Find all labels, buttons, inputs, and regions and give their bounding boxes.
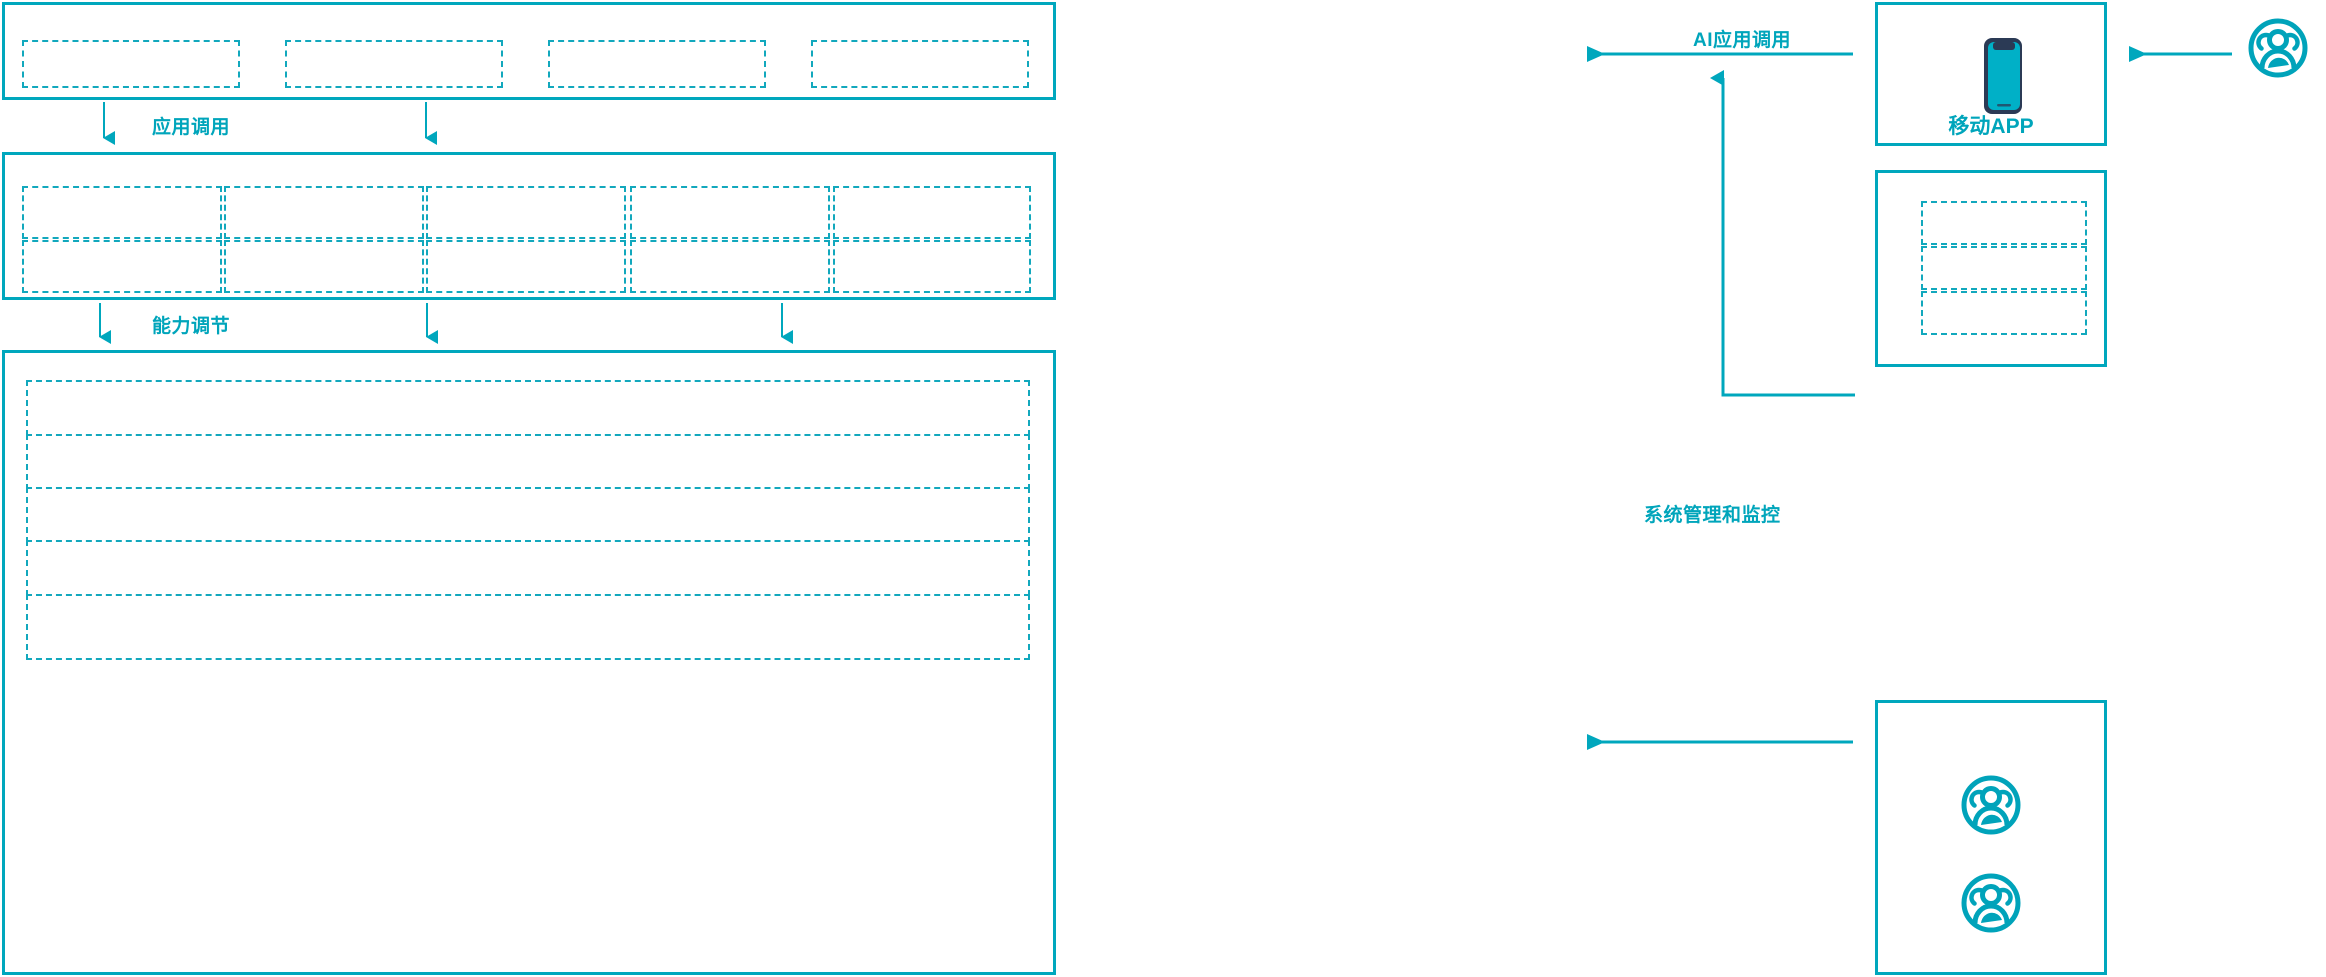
infrastructure-bar-5[interactable] (26, 594, 1030, 660)
mobile-app-panel[interactable] (1875, 2, 2107, 146)
capability-slot-r2c1[interactable] (22, 240, 222, 293)
capability-slot-r2c3[interactable] (426, 240, 626, 293)
capability-slot-r1c2[interactable] (224, 186, 424, 239)
users-group-icon (2248, 18, 2308, 78)
application-slot-1[interactable] (22, 40, 240, 88)
connector-label-capability-adjust: 能力调节 (152, 316, 231, 337)
portal-slot-3[interactable] (1921, 291, 2087, 335)
operators-panel[interactable] (1875, 700, 2107, 975)
capability-slot-r2c4[interactable] (630, 240, 830, 293)
mobile-app-label: 移动APP (1948, 115, 2034, 138)
capability-slot-r1c1[interactable] (22, 186, 222, 239)
capability-slot-r2c5[interactable] (833, 240, 1031, 293)
capability-slot-r1c5[interactable] (833, 186, 1031, 239)
connector-label-sys-monitor: 系统管理和监控 (1644, 505, 1781, 526)
capability-slot-r2c2[interactable] (224, 240, 424, 293)
application-slot-3[interactable] (548, 40, 766, 88)
application-slot-2[interactable] (285, 40, 503, 88)
portal-slot-1[interactable] (1921, 201, 2087, 245)
capability-slot-r1c4[interactable] (630, 186, 830, 239)
capability-slot-r1c3[interactable] (426, 186, 626, 239)
arrow-portal-uplink (1710, 70, 1855, 397)
application-slot-4[interactable] (811, 40, 1029, 88)
portal-slot-2[interactable] (1921, 246, 2087, 290)
connector-label-app-invoke: 应用调用 (152, 117, 231, 138)
connector-label-ai-app-invoke: AI应用调用 (1693, 30, 1792, 51)
